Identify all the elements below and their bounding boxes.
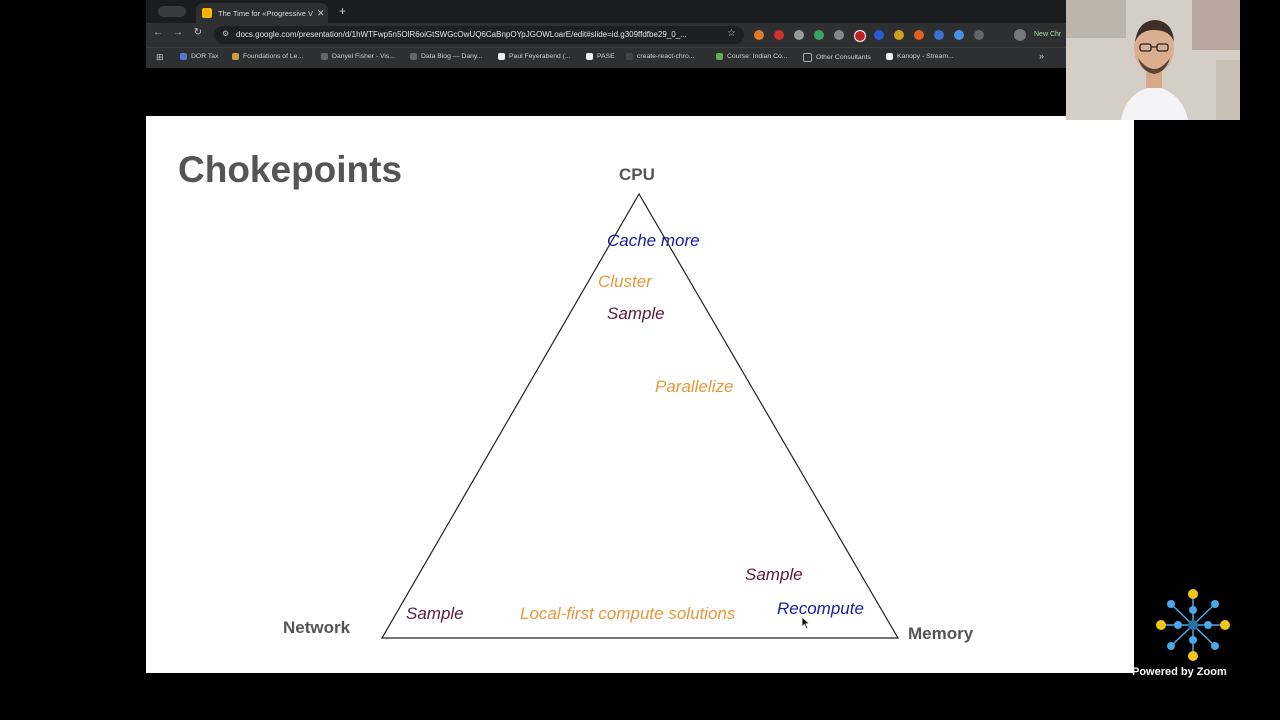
chokepoint-triangle: [382, 194, 898, 638]
address-bar[interactable]: ⚙ docs.google.com/presentation/d/1hWTFwp…: [214, 26, 744, 44]
label-sample-cpu: Sample: [607, 304, 665, 324]
bookmark-item[interactable]: Paul Feyerabend (...: [498, 53, 571, 60]
tab-strip: The Time for «Progressive Vi ✕ +: [146, 0, 1066, 23]
bookmark-label: create-react-chro...: [637, 53, 694, 60]
bookmark-favicon-icon: [586, 53, 593, 60]
bookmark-label: Foundations of Le...: [243, 53, 303, 60]
new-chrome-badge[interactable]: New Chr: [1034, 31, 1061, 38]
label-sample-network: Sample: [406, 604, 464, 624]
bookmark-favicon-icon: [321, 53, 328, 60]
tab-title: The Time for «Progressive Vi: [218, 9, 313, 18]
vertex-network: Network: [283, 618, 350, 638]
bookmark-favicon-icon: [716, 53, 723, 60]
bookmark-item[interactable]: Course: Indian Co...: [716, 53, 787, 60]
label-cache-more: Cache more: [607, 231, 700, 251]
browser-toolbar: ← → ↻ ⚙ docs.google.com/presentation/d/1…: [146, 23, 1066, 47]
extension-icon[interactable]: [834, 30, 844, 40]
more-bookmarks-icon[interactable]: »: [1039, 51, 1044, 61]
window-controls[interactable]: [158, 6, 186, 17]
bookmark-favicon-icon: [626, 53, 633, 60]
presentation-bottom-bar: [146, 673, 1134, 720]
bookmark-favicon-icon: [180, 53, 187, 60]
vertex-memory: Memory: [908, 624, 973, 644]
bookmark-label: Kanopy - Stream...: [897, 53, 954, 60]
extensions-puzzle-icon[interactable]: [974, 30, 984, 40]
bookmark-star-icon[interactable]: ☆: [727, 28, 736, 39]
bookmark-item[interactable]: DOR Tax: [180, 53, 218, 60]
label-sample-memory: Sample: [745, 565, 803, 585]
url-text: docs.google.com/presentation/d/1hWTFwp5n…: [236, 30, 716, 39]
back-icon[interactable]: ←: [150, 27, 166, 38]
extension-icon[interactable]: [914, 30, 924, 40]
extension-icon[interactable]: [954, 30, 964, 40]
bookmark-item[interactable]: Kanopy - Stream...: [886, 53, 954, 60]
slide-canvas: Chokepoints CPU Network Memory Cache mor…: [146, 116, 1134, 673]
browser-window: The Time for «Progressive Vi ✕ + ← → ↻ ⚙…: [146, 0, 1066, 116]
close-icon[interactable]: ✕: [317, 8, 325, 19]
bookmark-folder[interactable]: Other Consultants: [803, 53, 871, 62]
bookmark-label: Data Blog — Dany...: [421, 53, 482, 60]
label-parallelize: Parallelize: [655, 377, 733, 397]
bookmark-favicon-icon: [886, 53, 893, 60]
bookmark-label: Paul Feyerabend (...: [509, 53, 571, 60]
bookmark-label: Course: Indian Co...: [727, 53, 787, 60]
bookmark-item[interactable]: Foundations of Le...: [232, 53, 303, 60]
bookmark-label: PASE: [597, 53, 615, 60]
tab-active[interactable]: The Time for «Progressive Vi ✕: [196, 3, 328, 23]
bookmark-item[interactable]: Danyel Fisher - Vis...: [321, 53, 395, 60]
label-local-first: Local-first compute solutions: [520, 604, 735, 624]
profile-avatar[interactable]: [1014, 29, 1026, 41]
zoom-logo-icon: [1155, 588, 1231, 662]
bookmark-label: DOR Tax: [191, 53, 218, 60]
forward-icon[interactable]: →: [170, 27, 186, 38]
webcam-video: [1066, 0, 1240, 120]
bookmark-item[interactable]: create-react-chro...: [626, 53, 694, 60]
folder-icon: [803, 53, 812, 62]
bookmark-favicon-icon: [498, 53, 505, 60]
site-info-icon[interactable]: ⚙: [222, 29, 229, 38]
label-cluster: Cluster: [598, 272, 652, 292]
vertex-cpu: CPU: [619, 165, 655, 185]
extension-icon[interactable]: [894, 30, 904, 40]
extension-icon[interactable]: [794, 30, 804, 40]
new-tab-icon[interactable]: +: [339, 4, 346, 18]
extension-icon[interactable]: [814, 30, 824, 40]
bookmark-item[interactable]: Data Blog — Dany...: [410, 53, 482, 60]
extension-icon[interactable]: [854, 30, 866, 42]
bookmark-label: Other Consultants: [816, 54, 871, 61]
mouse-cursor-icon: [801, 616, 811, 630]
extension-icon[interactable]: [774, 30, 784, 40]
extension-icon[interactable]: [754, 30, 764, 40]
presenter-video-icon: [1066, 0, 1240, 120]
bookmarks-bar: ⊞ DOR Tax Foundations of Le... Danyel Fi…: [146, 47, 1066, 68]
reload-icon[interactable]: ↻: [190, 27, 206, 38]
apps-grid-icon[interactable]: ⊞: [156, 52, 164, 63]
bookmark-item[interactable]: PASE: [586, 53, 615, 60]
bookmark-label: Danyel Fisher - Vis...: [332, 53, 395, 60]
triangle-diagram: [146, 116, 1134, 673]
powered-by-zoom-label: Powered by Zoom: [1132, 666, 1227, 678]
slides-favicon-icon: [202, 8, 212, 18]
extension-icon[interactable]: [874, 30, 884, 40]
bookmark-favicon-icon: [232, 53, 239, 60]
bookmark-favicon-icon: [410, 53, 417, 60]
label-recompute: Recompute: [777, 599, 864, 619]
extension-icon[interactable]: [934, 30, 944, 40]
